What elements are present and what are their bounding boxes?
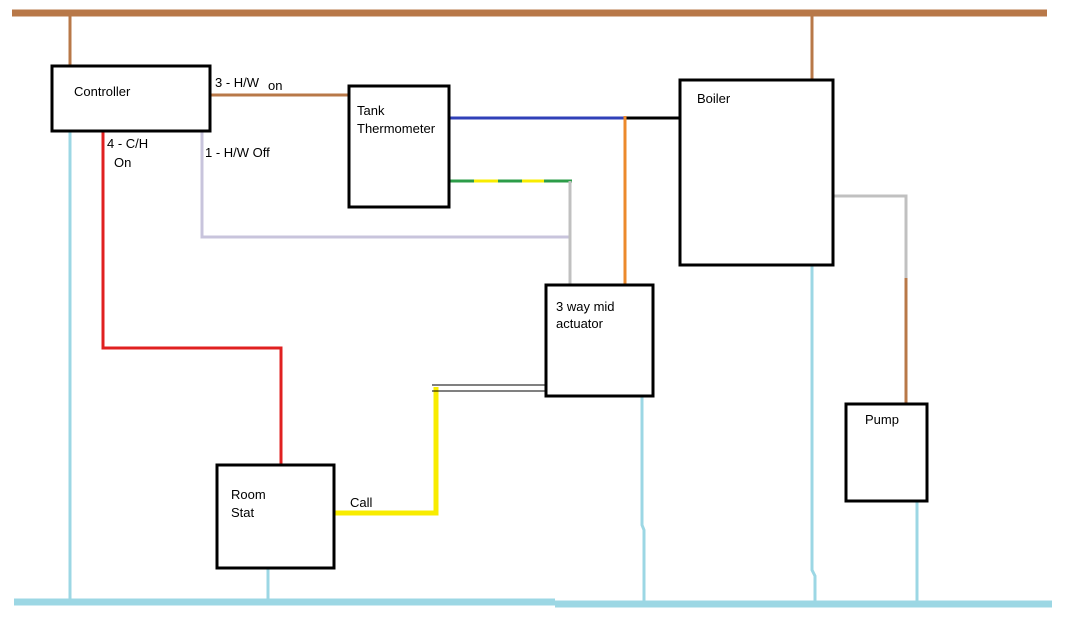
boiler: Boiler <box>678 78 835 267</box>
controller: Controller <box>50 64 212 133</box>
three-way-actuator: 3 way mid actuator <box>544 283 655 398</box>
pump-label: Pump <box>865 412 899 427</box>
tank-thermometer-label-line1: Tank <box>357 103 385 118</box>
actuator-neutral-drop <box>640 388 646 604</box>
controller-label: Controller <box>74 84 131 99</box>
ch-on-label-b: On <box>114 155 131 170</box>
actuator-box <box>544 283 655 398</box>
call-wire <box>328 387 439 516</box>
tank-thermometer-label-line2: Thermometer <box>357 121 436 136</box>
signal-wiring <box>101 116 908 516</box>
ch-on-wire <box>101 132 283 472</box>
room-stat-box <box>215 463 336 570</box>
live-wiring <box>12 9 1047 409</box>
neutral-wiring <box>14 124 1052 608</box>
call-link-outer <box>432 384 550 392</box>
actuator-label-line1: 3 way mid <box>556 299 615 314</box>
actuator-label-line2: actuator <box>556 316 604 331</box>
pump-box <box>844 402 929 503</box>
room-stat: Room Stat <box>215 463 336 570</box>
pump: Pump <box>844 402 929 503</box>
hw-on-label-a: 3 - H/W <box>215 75 260 90</box>
room-stat-label-line1: Room <box>231 487 266 502</box>
hw-on-label-b: on <box>268 78 282 93</box>
boiler-label: Boiler <box>697 91 731 106</box>
ch-on-label-a: 4 - C/H <box>107 136 148 151</box>
tank-thermometer: Tank Thermometer <box>347 84 451 209</box>
boiler-neutral-drop <box>810 256 817 604</box>
terminal-labels: 3 - H/W on 4 - C/H On 1 - H/W Off Call <box>107 75 373 510</box>
call-label: Call <box>350 495 373 510</box>
hw-off-label: 1 - H/W Off <box>205 145 270 160</box>
tank-thermometer-box <box>347 84 451 209</box>
boiler-to-pump-grey-wire <box>824 194 908 278</box>
hw-off-wire <box>200 128 570 239</box>
boiler-box <box>678 78 835 267</box>
controller-box <box>50 64 212 133</box>
room-stat-label-line2: Stat <box>231 505 255 520</box>
